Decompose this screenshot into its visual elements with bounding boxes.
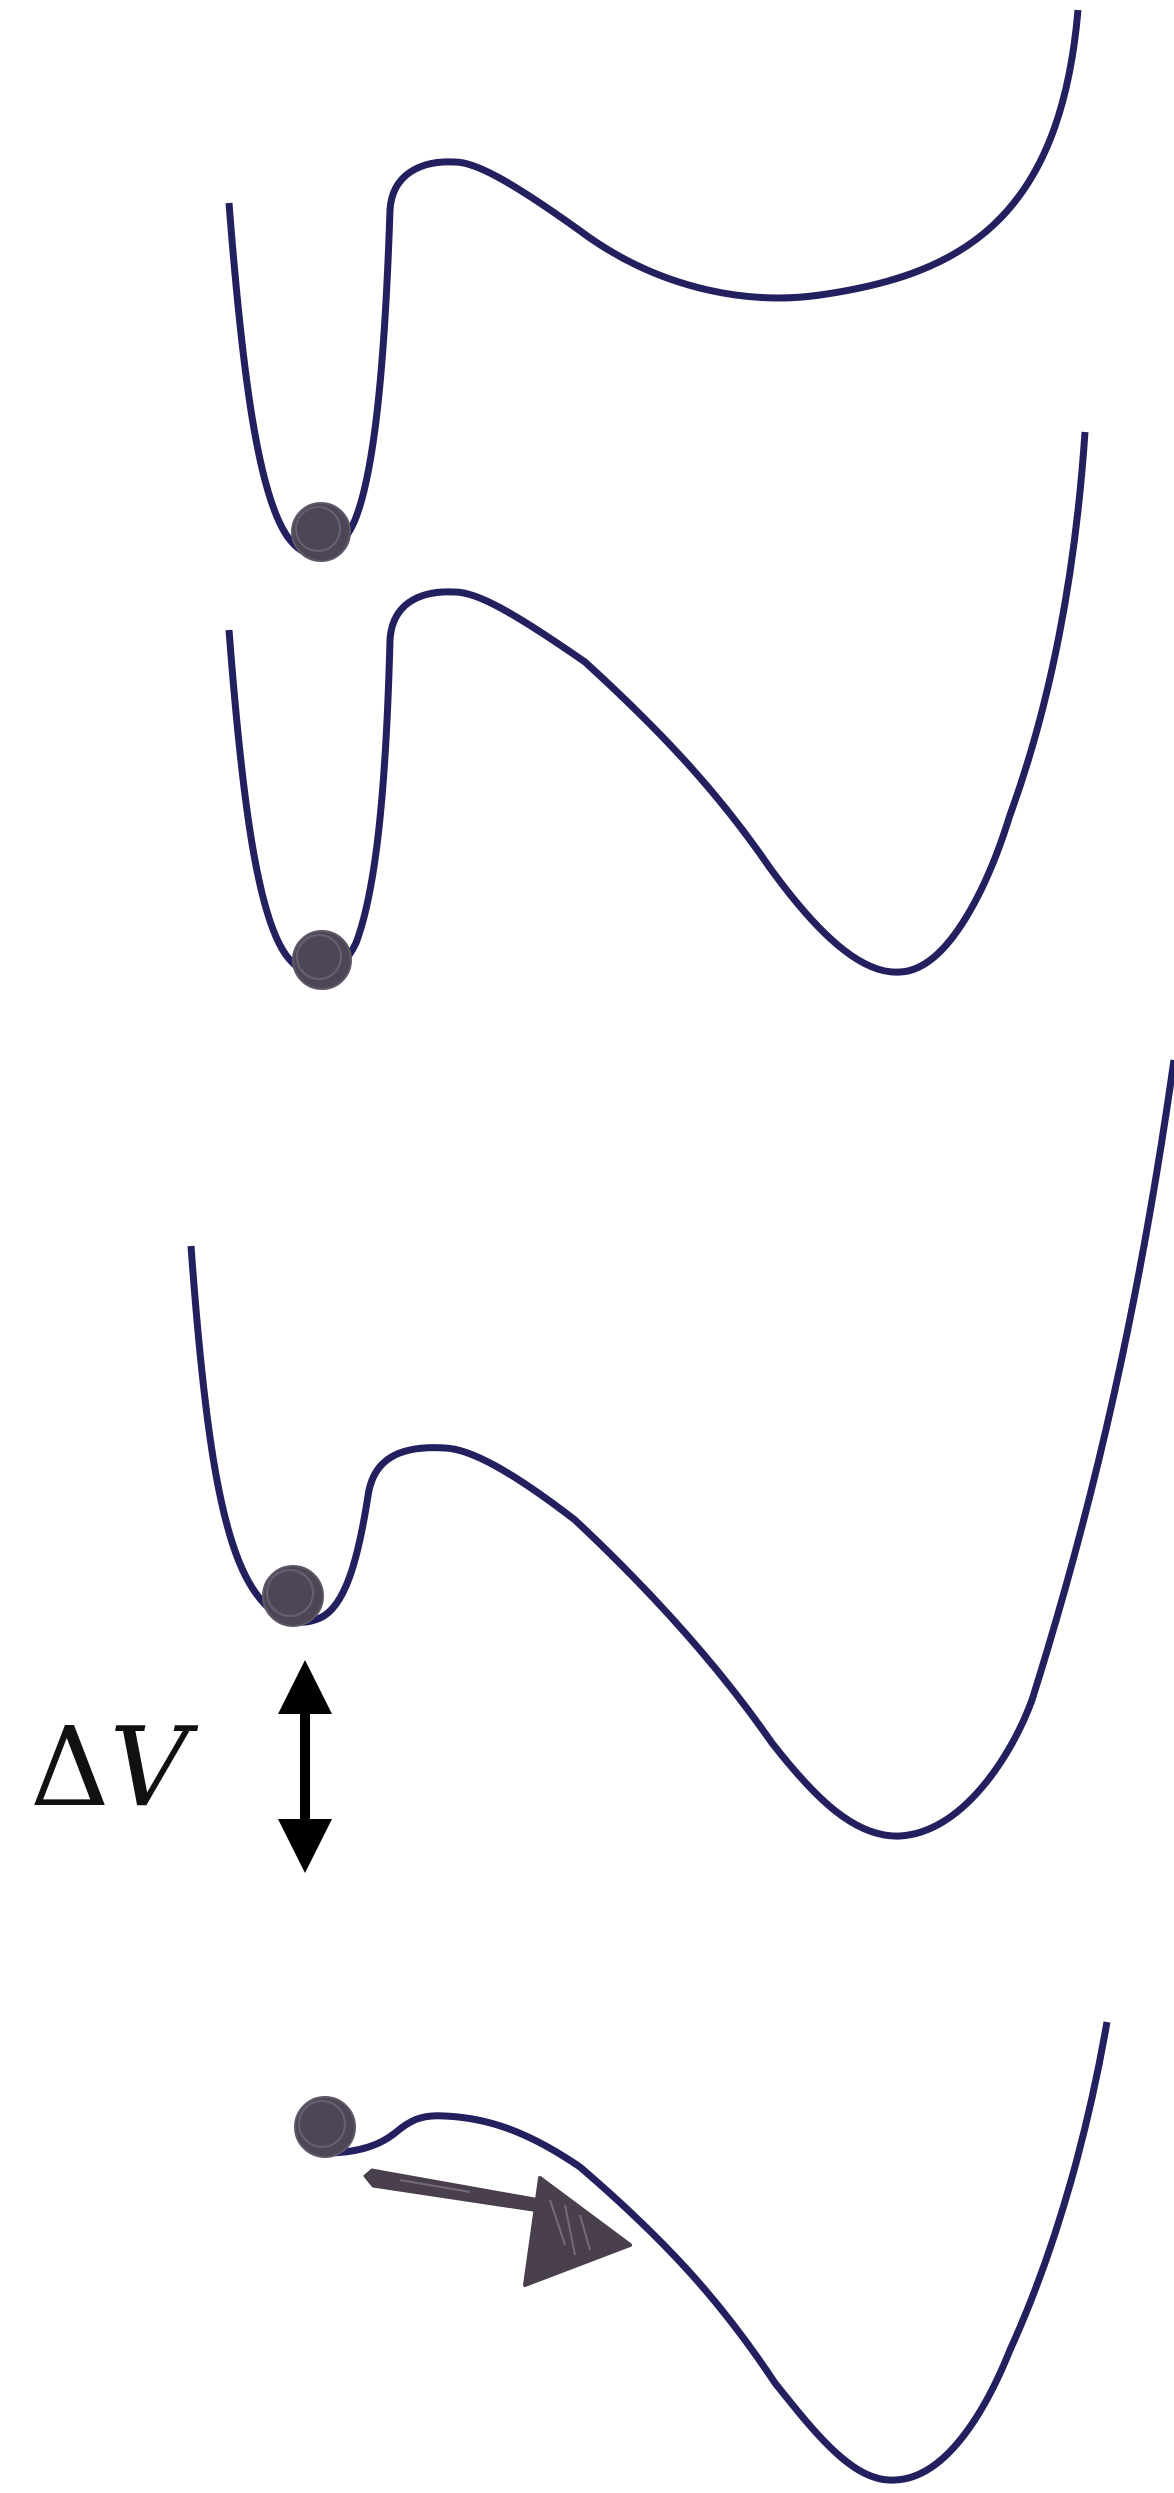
panel-3: ΔV — [30, 1060, 1174, 1873]
energy-gap-arrow-icon — [278, 1660, 332, 1873]
delta-variable: V — [109, 1703, 198, 1831]
sketched-roll-arrow-icon — [365, 2170, 630, 2285]
potential-curve-1 — [229, 10, 1078, 555]
delta-v-label: ΔV — [30, 1703, 198, 1831]
ball-2 — [293, 931, 351, 989]
ball-3 — [263, 1566, 323, 1626]
delta-symbol: Δ — [30, 1703, 109, 1831]
potential-curve-4 — [330, 2022, 1107, 2480]
ball-1 — [292, 503, 350, 561]
ball-4 — [295, 2097, 355, 2157]
panel-4 — [295, 2022, 1107, 2480]
potential-curve-3 — [191, 1060, 1174, 1836]
panel-1 — [229, 10, 1078, 561]
